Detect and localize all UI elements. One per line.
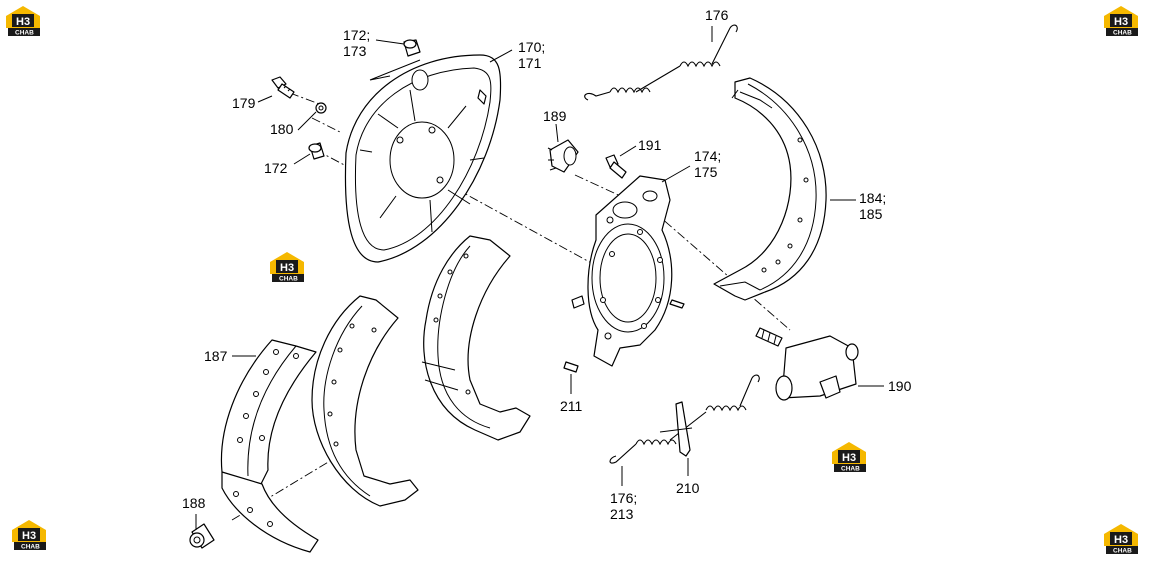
callout-labels: 176 172;173 170;171 179 180 172 189 191 … [182,7,912,522]
svg-text:H3: H3 [16,16,30,28]
brake-lining [220,339,319,553]
svg-text:H3: H3 [1114,16,1128,28]
callout-179: 179 [232,95,256,111]
callout-176-213: 176;213 [610,490,637,522]
bushing [189,523,215,549]
svg-text:H3: H3 [22,530,36,542]
lower-return-spring [609,374,760,464]
svg-text:CHAB: CHAB [841,466,860,473]
wheel-cylinder [755,327,859,401]
hex-bolt [605,154,627,179]
callout-191: 191 [638,137,662,153]
callout-176: 176 [705,7,729,23]
brand-logo-middle-left: H3 CHAB [270,252,304,283]
callout-172: 172 [264,160,288,176]
left-brake-shoe [311,295,419,507]
watermark-logos: H3 CHAB H3 CHAB H3 CHAB H3 CHAB H3 CHAB … [6,6,1138,555]
callout-187: 187 [204,348,228,364]
brand-logo-top-left: H3 CHAB [6,6,40,37]
svg-text:H3: H3 [1114,534,1128,546]
callout-211: 211 [560,398,583,414]
backing-plate [344,54,502,263]
callout-189: 189 [543,108,567,124]
svg-text:H3: H3 [280,262,294,274]
brand-logo-bottom-right: H3 CHAB [1104,524,1138,555]
pin [563,361,579,373]
svg-text:CHAB: CHAB [1113,548,1132,555]
adjuster-nut [547,139,579,173]
anchor-plate [571,175,685,367]
callout-172-173: 172;173 [343,27,370,59]
svg-text:CHAB: CHAB [21,544,40,551]
svg-text:CHAB: CHAB [15,30,34,37]
brand-logo-bottom-left: H3 CHAB [12,520,46,551]
upper-return-spring [584,24,738,101]
small-fasteners [271,39,421,160]
callout-170-171: 170;171 [518,39,545,71]
callout-180: 180 [270,121,294,137]
svg-text:CHAB: CHAB [279,276,298,283]
brand-logo-top-right: H3 CHAB [1104,6,1138,37]
right-brake-shoe [713,77,827,301]
callout-184-185: 184;185 [859,190,886,222]
middle-brake-shoe [421,235,531,441]
callout-188: 188 [182,495,206,511]
callout-174-175: 174;175 [694,148,721,180]
callout-210: 210 [676,480,700,496]
callout-190: 190 [888,378,912,394]
brand-logo-middle-right: H3 CHAB [832,442,866,473]
leader-lines [195,26,884,530]
spring-clip [659,401,693,457]
svg-text:CHAB: CHAB [1113,30,1132,37]
svg-text:H3: H3 [842,452,856,464]
